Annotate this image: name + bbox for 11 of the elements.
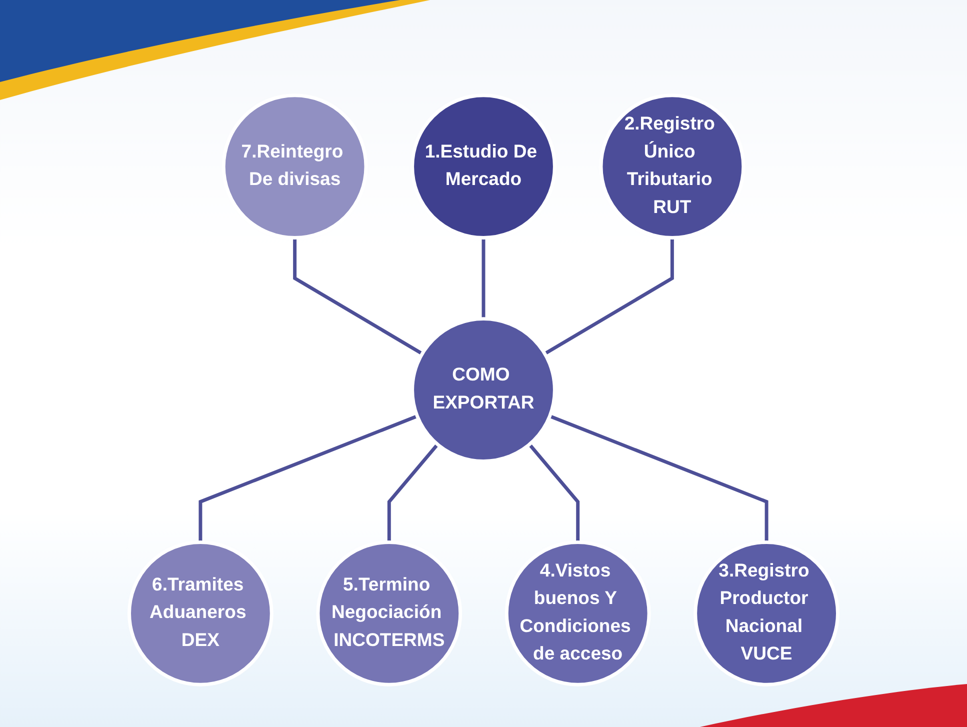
- connector: [528, 443, 580, 542]
- connector: [544, 238, 674, 356]
- connector: [198, 414, 418, 542]
- node-circle: 4.Vistos buenos Y Condiciones de acceso: [504, 540, 651, 686]
- connector: [549, 414, 768, 542]
- connector: [293, 238, 424, 356]
- connector: [387, 443, 439, 542]
- node-circle: 3.Registro Productor Nacional VUCE: [694, 540, 840, 686]
- node-circle: 5.Termino Negociación INCOTERMS: [316, 540, 462, 686]
- connector: [482, 238, 486, 319]
- node-circle: 6.Tramites Aduaneros DEX: [128, 540, 274, 686]
